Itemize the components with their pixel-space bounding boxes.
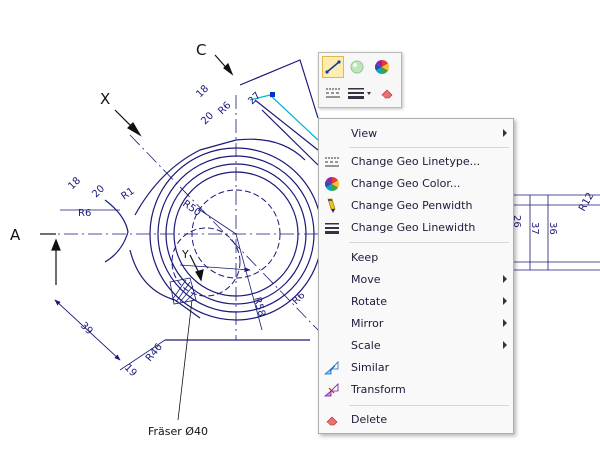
linewidth-dropdown-icon[interactable]	[346, 82, 374, 104]
hidden-circles	[171, 189, 281, 297]
menu-item-label: Change Geo Color...	[351, 177, 461, 190]
menu-item-label: Similar	[351, 361, 390, 374]
selection-grip[interactable]	[270, 92, 275, 97]
dim-37: 37	[529, 222, 540, 235]
color-wheel-icon[interactable]	[371, 56, 393, 78]
menu-item-label: Mirror	[351, 317, 384, 330]
sphere-icon[interactable]	[346, 56, 368, 78]
hub-circles[interactable]	[149, 147, 323, 321]
linewidth-icon	[324, 220, 340, 236]
arm-outline[interactable]	[104, 59, 319, 341]
center-lines	[40, 95, 319, 340]
submenu-arrow-icon	[503, 297, 507, 305]
menu-item-label: Change Geo Penwidth	[351, 199, 473, 212]
menu-item-transform[interactable]: Transform	[319, 379, 513, 401]
dim-r1: R1	[119, 186, 136, 203]
dim-18-left: 18	[66, 175, 83, 192]
menu-separator	[349, 405, 509, 406]
dim-r46: R46	[144, 342, 165, 364]
transform-icon	[323, 382, 340, 398]
section-label-c: C	[196, 41, 206, 59]
dim-r58: R58	[251, 296, 267, 318]
dim-20-b: 20	[90, 183, 107, 200]
submenu-arrow-icon	[503, 275, 507, 283]
submenu-arrow-icon	[503, 129, 507, 137]
eraser-icon	[324, 412, 340, 428]
submenu-arrow-icon	[503, 341, 507, 349]
menu-item-label: Keep	[351, 251, 379, 264]
cutter-note: Fräser Ø40	[148, 425, 208, 438]
menu-item-label: Change Geo Linewidth	[351, 221, 476, 234]
section-label-a: A	[10, 226, 21, 244]
menu-item-change-geo-color[interactable]: Change Geo Color...	[319, 173, 513, 195]
menu-item-rotate[interactable]: Rotate	[319, 291, 513, 313]
linetype-icon	[324, 154, 340, 170]
menu-item-label: Delete	[351, 413, 388, 426]
menu-item-change-geo-penwidth[interactable]: Change Geo Penwidth	[319, 195, 513, 217]
dim-20-a: 20	[199, 110, 216, 127]
section-label-y: Y	[181, 248, 189, 261]
menu-item-change-geo-linewidth[interactable]: Change Geo Linewidth	[319, 217, 513, 239]
menu-separator	[349, 242, 509, 243]
selected-geometry[interactable]	[249, 94, 319, 141]
dim-26: 26	[511, 215, 522, 228]
dim-r12: R12	[577, 191, 596, 214]
menu-item-label: Change Geo Linetype...	[351, 155, 481, 168]
menu-item-scale[interactable]: Scale	[319, 335, 513, 357]
menu-item-label: Move	[351, 273, 381, 286]
pencil-icon	[324, 198, 340, 214]
menu-item-label: Transform	[351, 383, 406, 396]
similar-shapes-icon	[323, 360, 340, 376]
dim-r6-top: R6	[216, 100, 233, 117]
color-wheel-icon	[324, 176, 340, 192]
menu-item-label: View	[351, 127, 378, 140]
dim-19: 19	[122, 362, 139, 379]
menu-item-mirror[interactable]: Mirror	[319, 313, 513, 335]
mini-toolbar	[318, 52, 402, 108]
linetype-icon[interactable]	[322, 82, 344, 104]
menu-item-view[interactable]: View	[319, 123, 513, 145]
section-markers	[40, 54, 234, 421]
dim-36: 36	[547, 222, 558, 235]
menu-item-label: Rotate	[351, 295, 388, 308]
dimension-lines	[54, 194, 600, 371]
menu-separator	[349, 147, 509, 148]
submenu-arrow-icon	[503, 319, 507, 327]
menu-item-delete[interactable]: Delete	[319, 409, 513, 431]
dim-r50: R50	[180, 198, 202, 218]
menu-item-keep[interactable]: Keep	[319, 247, 513, 269]
section-label-x: X	[100, 90, 110, 108]
dim-18-top: 18	[194, 83, 211, 100]
eraser-icon[interactable]	[376, 82, 398, 104]
menu-item-label: Scale	[351, 339, 381, 352]
menu-item-change-geo-linetype[interactable]: Change Geo Linetype...	[319, 151, 513, 173]
dim-r6-left: R6	[78, 208, 91, 219]
menu-item-similar[interactable]: Similar	[319, 357, 513, 379]
line-icon[interactable]	[322, 56, 344, 78]
context-menu: View Change Geo Linetype... Change Geo C…	[318, 118, 514, 434]
hatched-section	[169, 277, 197, 305]
menu-item-move[interactable]: Move	[319, 269, 513, 291]
